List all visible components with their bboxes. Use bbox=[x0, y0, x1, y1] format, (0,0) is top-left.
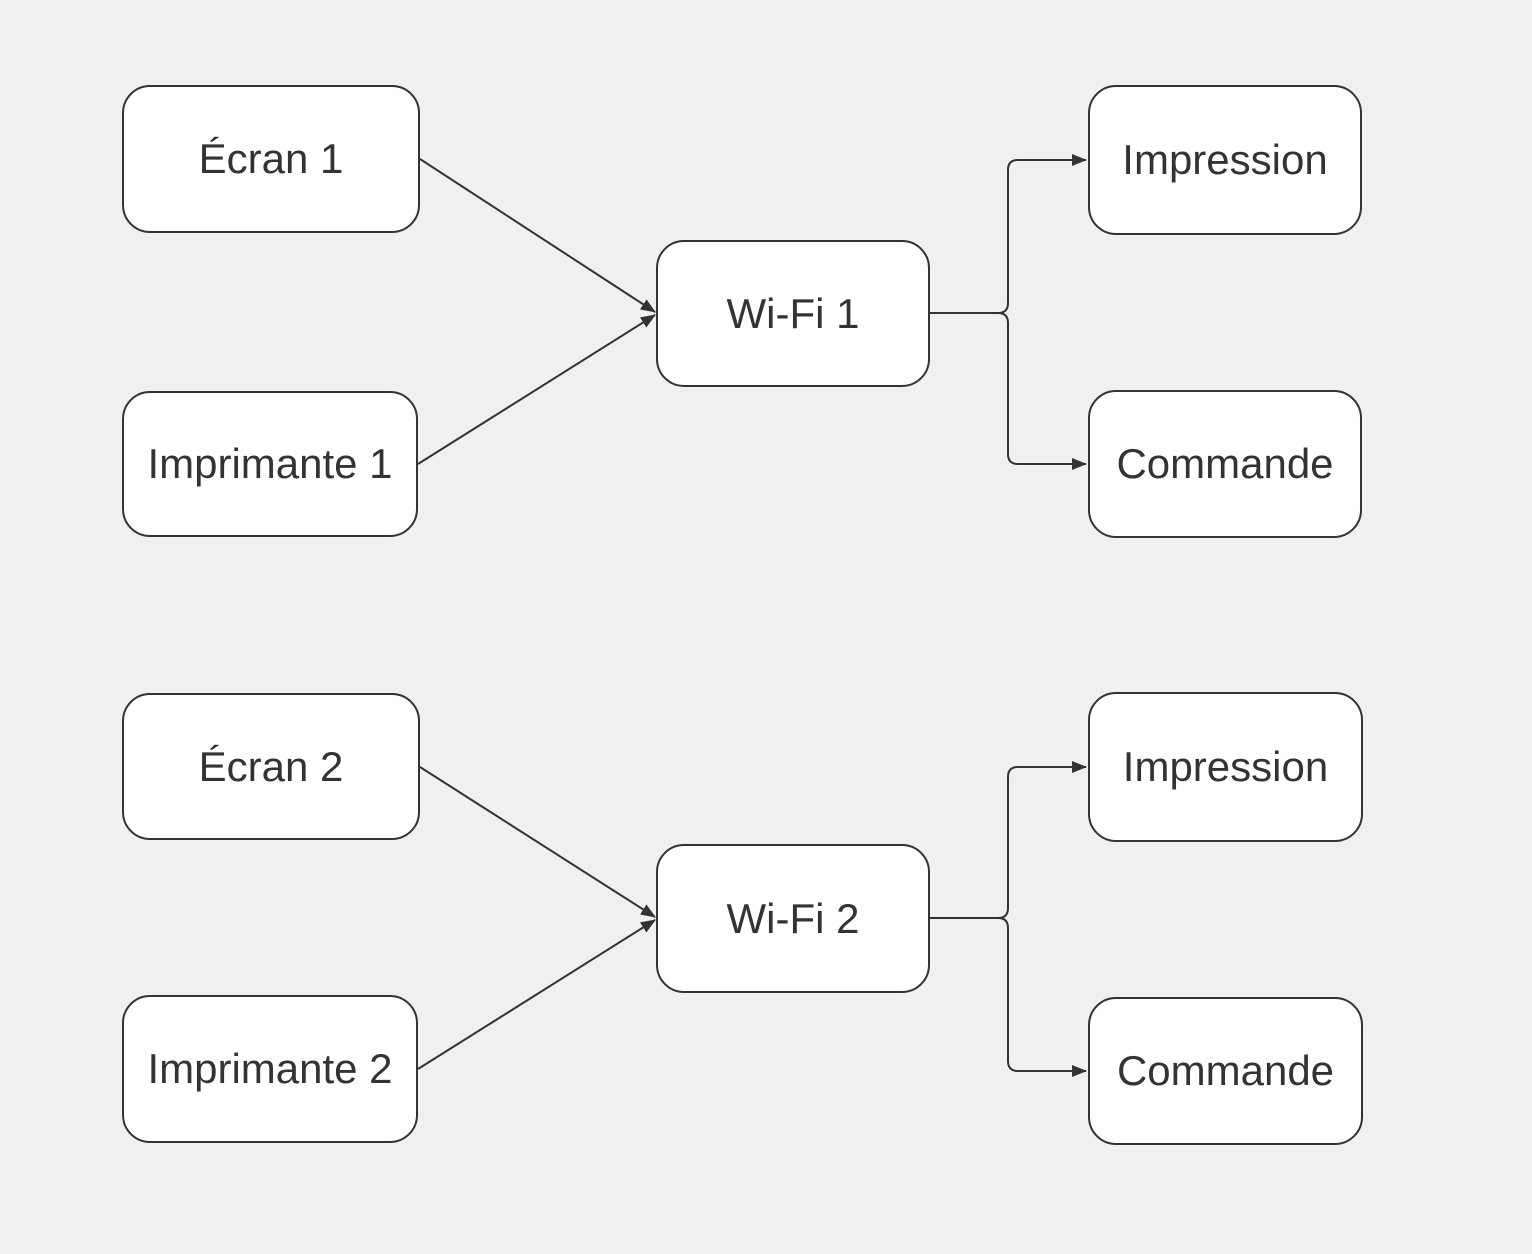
node-label: Impression bbox=[1122, 743, 1329, 790]
node-label: Écran 1 bbox=[198, 135, 344, 182]
node-label: Écran 2 bbox=[198, 742, 344, 790]
node-label: Wi-Fi 1 bbox=[726, 289, 860, 337]
node-imprimante-1: Imprimante 1 bbox=[122, 391, 418, 537]
edge-imprimante1-wifi1 bbox=[417, 314, 656, 465]
node-wifi-2: Wi-Fi 2 bbox=[656, 844, 930, 993]
node-ecran-2: Écran 2 bbox=[122, 693, 420, 840]
node-impression-1: Impression bbox=[1088, 85, 1362, 235]
node-imprimante-2: Imprimante 2 bbox=[122, 995, 418, 1143]
node-label: Imprimante 2 bbox=[147, 1045, 393, 1092]
node-label: Commande bbox=[1116, 440, 1334, 487]
node-commande-1: Commande bbox=[1088, 390, 1362, 538]
node-impression-2: Impression bbox=[1088, 692, 1363, 842]
edge-ecran2-wifi2 bbox=[419, 766, 656, 918]
edge-wifi2-commande2 bbox=[930, 917, 1087, 1077]
edge-wifi1-commande1 bbox=[930, 312, 1087, 470]
node-label: Imprimante 1 bbox=[147, 440, 393, 487]
node-commande-2: Commande bbox=[1088, 997, 1363, 1145]
edge-wifi1-impression1 bbox=[930, 154, 1087, 314]
node-label: Impression bbox=[1122, 136, 1328, 183]
edge-ecran1-wifi1 bbox=[419, 158, 656, 313]
node-label: Commande bbox=[1116, 1047, 1335, 1094]
node-wifi-1: Wi-Fi 1 bbox=[656, 240, 930, 387]
node-label: Wi-Fi 2 bbox=[726, 894, 860, 942]
edge-wifi2-impression2 bbox=[930, 761, 1087, 919]
node-ecran-1: Écran 1 bbox=[122, 85, 420, 233]
edge-imprimante2-wifi2 bbox=[417, 919, 656, 1070]
